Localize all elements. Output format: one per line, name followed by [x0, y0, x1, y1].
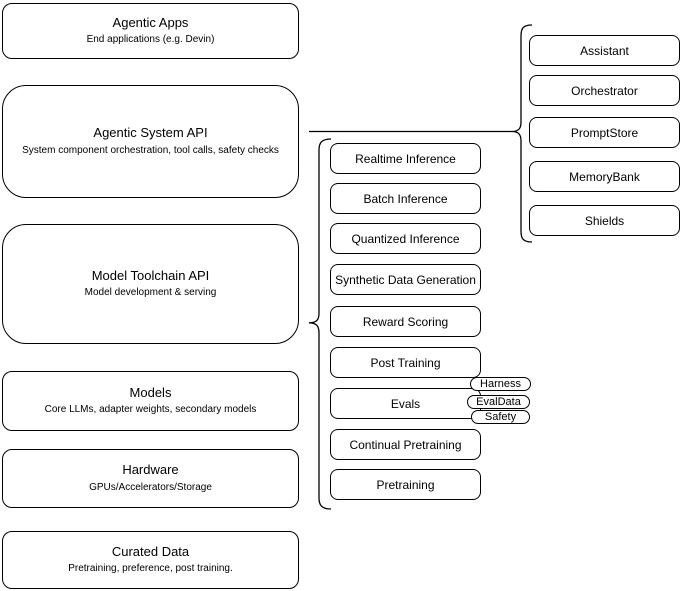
node-title: Model Toolchain API	[91, 267, 210, 283]
node-label: Continual Pretraining	[349, 437, 462, 452]
node-label: MemoryBank	[569, 169, 640, 184]
node-title: Hardware	[122, 462, 179, 478]
node-subtitle: Model development & serving	[84, 287, 217, 299]
node-label: Shields	[584, 213, 625, 228]
node-post-training: Post Training	[330, 347, 481, 378]
pill-safety: Safety	[471, 410, 530, 424]
system-components-bracket	[511, 24, 533, 243]
node-subtitle: System component orchestration, tool cal…	[22, 144, 279, 156]
node-title: Curated Data	[111, 543, 190, 559]
node-label: Evals	[390, 396, 421, 411]
node-title: Agentic Apps	[112, 14, 189, 30]
node-label: Quantized Inference	[351, 231, 460, 246]
node-evals: Evals	[330, 388, 481, 419]
node-agentic-system-api: Agentic System API System component orch…	[2, 85, 299, 198]
node-curated-data: Curated Data Pretraining, preference, po…	[2, 531, 299, 589]
node-orchestrator: Orchestrator	[529, 75, 680, 106]
node-reward-scoring: Reward Scoring	[330, 306, 481, 337]
node-title: Models	[129, 384, 172, 400]
node-subtitle: Core LLMs, adapter weights, secondary mo…	[44, 404, 257, 416]
pill-label: Harness	[480, 378, 521, 390]
node-subtitle: End applications (e.g. Devin)	[86, 34, 215, 46]
node-label: Realtime Inference	[355, 151, 456, 166]
node-models: Models Core LLMs, adapter weights, secon…	[2, 371, 299, 431]
node-label: PromptStore	[570, 125, 639, 140]
toolchain-bracket	[308, 138, 332, 510]
node-label: Synthetic Data Generation	[335, 272, 476, 287]
node-title: Agentic System API	[93, 125, 208, 141]
node-continual-pretraining: Continual Pretraining	[330, 429, 481, 460]
node-batch-inference: Batch Inference	[330, 183, 481, 214]
pill-evaldata: EvalData	[467, 395, 530, 409]
node-memorybank: MemoryBank	[529, 161, 680, 192]
node-quantized-inference: Quantized Inference	[330, 223, 481, 254]
node-agentic-apps: Agentic Apps End applications (e.g. Devi…	[2, 3, 299, 59]
node-realtime-inference: Realtime Inference	[330, 143, 481, 174]
node-hardware: Hardware GPUs/Accelerators/Storage	[2, 449, 299, 508]
node-model-toolchain-api: Model Toolchain API Model development & …	[2, 224, 299, 344]
node-synthetic-data-generation: Synthetic Data Generation	[330, 264, 481, 295]
node-subtitle: Pretraining, preference, post training.	[68, 563, 233, 575]
node-label: Post Training	[370, 355, 441, 370]
pill-label: Safety	[484, 411, 517, 423]
node-pretraining: Pretraining	[330, 469, 481, 500]
node-subtitle: GPUs/Accelerators/Storage	[89, 481, 212, 493]
pill-label: EvalData	[476, 396, 521, 408]
node-label: Orchestrator	[571, 83, 638, 98]
node-label: Batch Inference	[363, 191, 448, 206]
node-assistant: Assistant	[529, 35, 680, 66]
node-label: Reward Scoring	[362, 314, 449, 329]
node-label: Pretraining	[376, 477, 435, 492]
node-label: Assistant	[580, 43, 629, 58]
node-promptstore: PromptStore	[529, 117, 680, 148]
node-shields: Shields	[529, 205, 680, 236]
pill-harness: Harness	[470, 377, 531, 391]
